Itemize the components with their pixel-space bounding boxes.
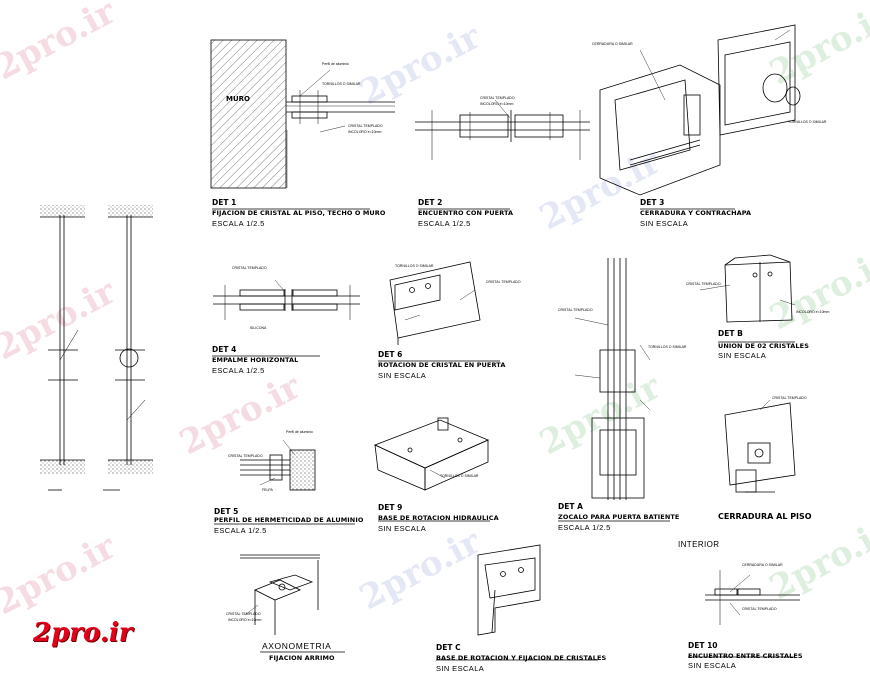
note: CRISTAL TEMPLADO	[772, 396, 807, 400]
note: SILICONA	[250, 326, 267, 330]
det9-drawing	[373, 417, 490, 491]
brand-logo: 2pro.ir	[33, 618, 133, 648]
note: CRISTAL TEMPLADO	[348, 124, 383, 128]
det6-drawing	[389, 261, 481, 345]
deta-drawing	[574, 258, 651, 500]
det2-scale: ESCALA 1/2.5	[418, 219, 471, 228]
det1-scale: ESCALA 1/2.5	[212, 219, 265, 228]
floor-lock-title: CERRADURA AL PISO	[718, 512, 812, 521]
note: CERRADURA O SIMILAR	[592, 42, 633, 46]
det2-number: DET 2	[418, 198, 443, 207]
axonometria-subtitle: FIJACION ARRIMO	[269, 654, 335, 662]
det6-title: ROTACION DE CRISTAL EN PUERTA	[378, 361, 506, 369]
note: CRISTAL TEMPLADO	[486, 280, 521, 284]
note: CRISTAL TEMPLADO	[480, 96, 515, 100]
note: TORNILLOS O SIMILAR	[788, 120, 827, 124]
deta-number: DET A	[558, 502, 583, 511]
det6-number: DET 6	[378, 350, 403, 359]
det3-scale: SIN ESCALA	[640, 219, 689, 228]
det5-scale: ESCALA 1/2.5	[214, 526, 267, 535]
det3-drawing	[599, 24, 801, 196]
det2-title: ENCUENTRO CON PUERTA	[418, 209, 514, 217]
det5-number: DET 5	[214, 507, 239, 516]
det10-drawing	[705, 570, 800, 625]
det4-drawing	[213, 279, 360, 320]
deta-scale: ESCALA 1/2.5	[558, 523, 611, 532]
det10-scale: SIN ESCALA	[688, 661, 737, 670]
det1-number: DET 1	[212, 198, 237, 207]
note: TORNILLOS O SIMILAR	[395, 264, 434, 268]
det1-drawing	[210, 39, 395, 189]
note: INCOLORO e=10mm	[228, 618, 262, 622]
det5-drawing	[240, 439, 316, 491]
det4-title: EMPALME HORIZONTAL	[212, 356, 299, 364]
note: CRISTAL TEMPLADO	[558, 308, 593, 312]
det9-title: BASE DE ROTACION HIDRAULICA	[378, 514, 499, 522]
det3-title: CERRADURA Y CONTRACHAPA	[640, 209, 752, 217]
detc-drawing	[477, 544, 541, 636]
detc-scale: SIN ESCALA	[436, 664, 485, 673]
note: Perfil de aluminio	[322, 62, 349, 66]
axonometria-drawing	[240, 554, 320, 635]
note: Perfil de aluminio	[286, 430, 313, 434]
floor-lock-drawing	[724, 399, 796, 493]
det10-number: DET 10	[688, 641, 718, 650]
note: FELPA	[262, 488, 273, 492]
detc-title: BASE DE ROTACION Y FIJACION DE CRISTALES	[436, 654, 607, 662]
note: INCOLORO e=10mm	[796, 310, 830, 314]
detc-number: DET C	[436, 643, 461, 652]
glass-elevation	[40, 205, 153, 491]
det9-number: DET 9	[378, 503, 403, 512]
interior-label: INTERIOR	[678, 540, 720, 549]
note: CRISTAL TEMPLADO	[686, 282, 721, 286]
axonometria-title: AXONOMETRIA	[262, 641, 332, 651]
detb-scale: SIN ESCALA	[718, 351, 767, 360]
note: CRISTAL TEMPLADO	[228, 454, 263, 458]
note: TORNILLOS O SIMILAR	[322, 82, 361, 86]
det2-drawing	[415, 99, 590, 160]
note: INCOLORO e=10mm	[480, 102, 514, 106]
det5-title: PERFIL DE HERMETICIDAD DE ALUMINIO	[214, 516, 364, 524]
det6-scale: SIN ESCALA	[378, 371, 427, 380]
deta-title: ZOCALO PARA PUERTA BATIENTE	[558, 513, 680, 521]
note: TORNILLOS O SIMILAR	[648, 345, 687, 349]
detb-drawing	[699, 254, 796, 323]
det3-number: DET 3	[640, 198, 665, 207]
det10-title: ENCUENTRO ENTRE CRISTALES	[688, 652, 803, 660]
det4-scale: ESCALA 1/2.5	[212, 366, 265, 375]
note: CRISTAL TEMPLADO	[232, 266, 267, 270]
det9-scale: SIN ESCALA	[378, 524, 427, 533]
note: INCOLORO e=10mm	[348, 130, 382, 134]
muro-label: MURO	[226, 95, 250, 103]
note: CRISTAL TEMPLADO	[742, 607, 777, 611]
detb-title: UNION DE 02 CRISTALES	[718, 342, 809, 350]
note: TORNILLOS O SIMILAR	[440, 474, 479, 478]
note: CRISTAL TEMPLADO	[226, 612, 261, 616]
detb-number: DET B	[718, 329, 743, 338]
det4-number: DET 4	[212, 345, 237, 354]
note: CERRADURA O SIMILAR	[742, 563, 783, 567]
det1-title: FIJACION DE CRISTAL AL PISO, TECHO O MUR…	[212, 209, 386, 217]
